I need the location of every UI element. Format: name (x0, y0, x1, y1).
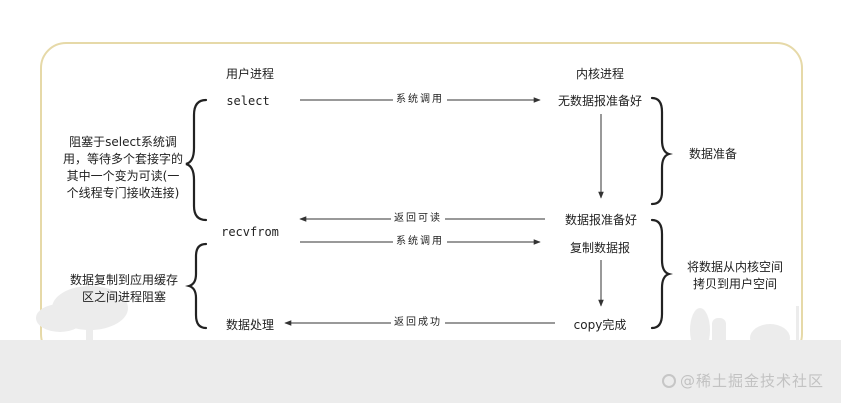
copy-data-step: 复制数据报 (569, 241, 631, 255)
process-data-step: 数据处理 (225, 318, 275, 332)
watermark-text: @稀土掘金技术社区 (680, 372, 825, 390)
note-line: 其中一个变为可读(一 (66, 169, 180, 183)
syscall-label-2: 系统调用 (393, 236, 447, 248)
note-line: 区之间进程阻塞 (81, 290, 166, 304)
return-success-label: 返回成功 (391, 317, 445, 329)
syscall-label-1: 系统调用 (393, 94, 447, 106)
return-readable-label: 返回可读 (391, 213, 445, 225)
select-call: select (226, 94, 270, 108)
left-brace-copy (185, 242, 208, 330)
left-brace-select (185, 98, 208, 222)
juejin-logo-icon (662, 374, 676, 388)
no-data-ready-step: 无数据报准备好 (557, 94, 643, 108)
copy-block-note: 数据复制到应用缓存 区之间进程阻塞 (62, 272, 186, 306)
note-line: 个线程专门接收连接) (66, 186, 180, 200)
data-ready-step: 数据报准备好 (564, 213, 638, 227)
kernel-process-header: 内核进程 (575, 67, 625, 81)
copy-done-step: copy完成 (573, 318, 627, 332)
copy-to-user-note: 将数据从内核空间 拷贝到用户空间 (680, 259, 790, 293)
note-line: 数据复制到应用缓存 (69, 273, 178, 287)
watermark: @稀土掘金技术社区 (662, 370, 824, 391)
recvfrom-call: recvfrom (221, 225, 279, 239)
note-line: 拷贝到用户空间 (692, 277, 777, 291)
note-line: 阻塞于select系统调 (69, 135, 177, 149)
right-brace-prepare (650, 96, 673, 206)
right-brace-copy (650, 218, 673, 330)
user-process-header: 用户进程 (225, 67, 275, 81)
note-line: 将数据从内核空间 (686, 260, 783, 274)
cactus-silhouette (690, 308, 710, 352)
note-line: 用，等待多个套接字的 (62, 152, 183, 166)
data-prepare-note: 数据准备 (689, 147, 738, 161)
select-block-note: 阻塞于select系统调 用，等待多个套接字的 其中一个变为可读(一 个线程专门… (58, 134, 188, 202)
